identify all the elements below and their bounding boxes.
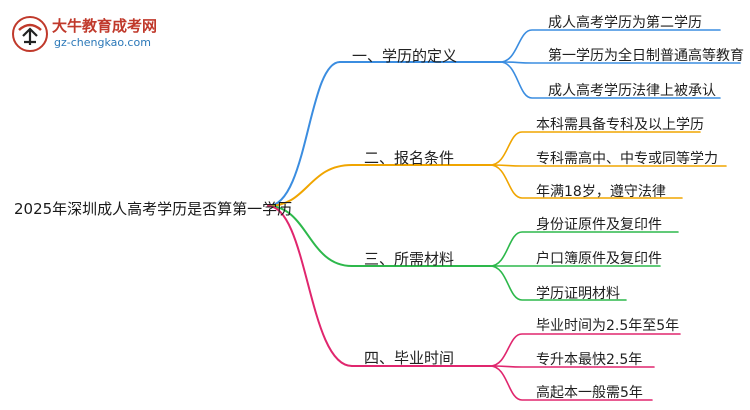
- leaf-requirements-2: 专科需高中、中专或同等学力: [536, 151, 718, 167]
- leaf-connector: [489, 164, 683, 199]
- leaf-definition-1: 成人高考学历为第二学历: [548, 15, 702, 31]
- leaf-graduation-2: 专升本最快2.5年: [536, 352, 643, 368]
- leaf-connector: [489, 365, 653, 401]
- branch-requirements: 二、报名条件: [364, 149, 455, 167]
- root-node: 2025年深圳成人高考学历是否算第一学历: [14, 200, 293, 218]
- leaf-connector: [499, 61, 721, 99]
- leaf-connector: [489, 231, 679, 267]
- leaf-connector: [499, 29, 721, 63]
- branch-definition: 一、学历的定义: [352, 47, 458, 65]
- leaf-connector: [499, 61, 741, 64]
- leaf-connector: [489, 265, 627, 301]
- leaf-connector: [489, 131, 701, 166]
- logo-title: 大牛教育成考网: [52, 17, 158, 35]
- leaf-requirements-1: 本科需具备专科及以上学历: [536, 117, 704, 133]
- root-connector: [267, 61, 341, 207]
- leaf-materials-3: 学历证明材料: [536, 286, 620, 302]
- leaf-graduation-3: 高起本一般需5年: [536, 385, 643, 401]
- site-logo: 大牛教育成考网 gz-chengkao.com: [10, 12, 210, 56]
- leaf-definition-2: 第一学历为全日制普通高等教育: [548, 48, 744, 64]
- branch-materials: 三、所需材料: [364, 250, 455, 268]
- root-connector: [267, 205, 353, 267]
- leaf-connector: [489, 333, 681, 367]
- bull-logo-icon: [12, 16, 48, 52]
- leaf-connector: [489, 365, 655, 368]
- root-connector: [267, 164, 353, 207]
- root-connector: [267, 205, 353, 367]
- leaf-connector: [489, 164, 727, 167]
- leaf-definition-3: 成人高考学历法律上被承认: [548, 83, 716, 99]
- logo-url: gz-chengkao.com: [54, 36, 151, 49]
- leaf-materials-1: 身份证原件及复印件: [536, 217, 662, 233]
- leaf-graduation-1: 毕业时间为2.5年至5年: [536, 318, 680, 334]
- leaf-requirements-3: 年满18岁，遵守法律: [536, 184, 666, 200]
- leaf-materials-2: 户口簿原件及复印件: [536, 251, 662, 267]
- branch-graduation: 四、毕业时间: [364, 349, 455, 367]
